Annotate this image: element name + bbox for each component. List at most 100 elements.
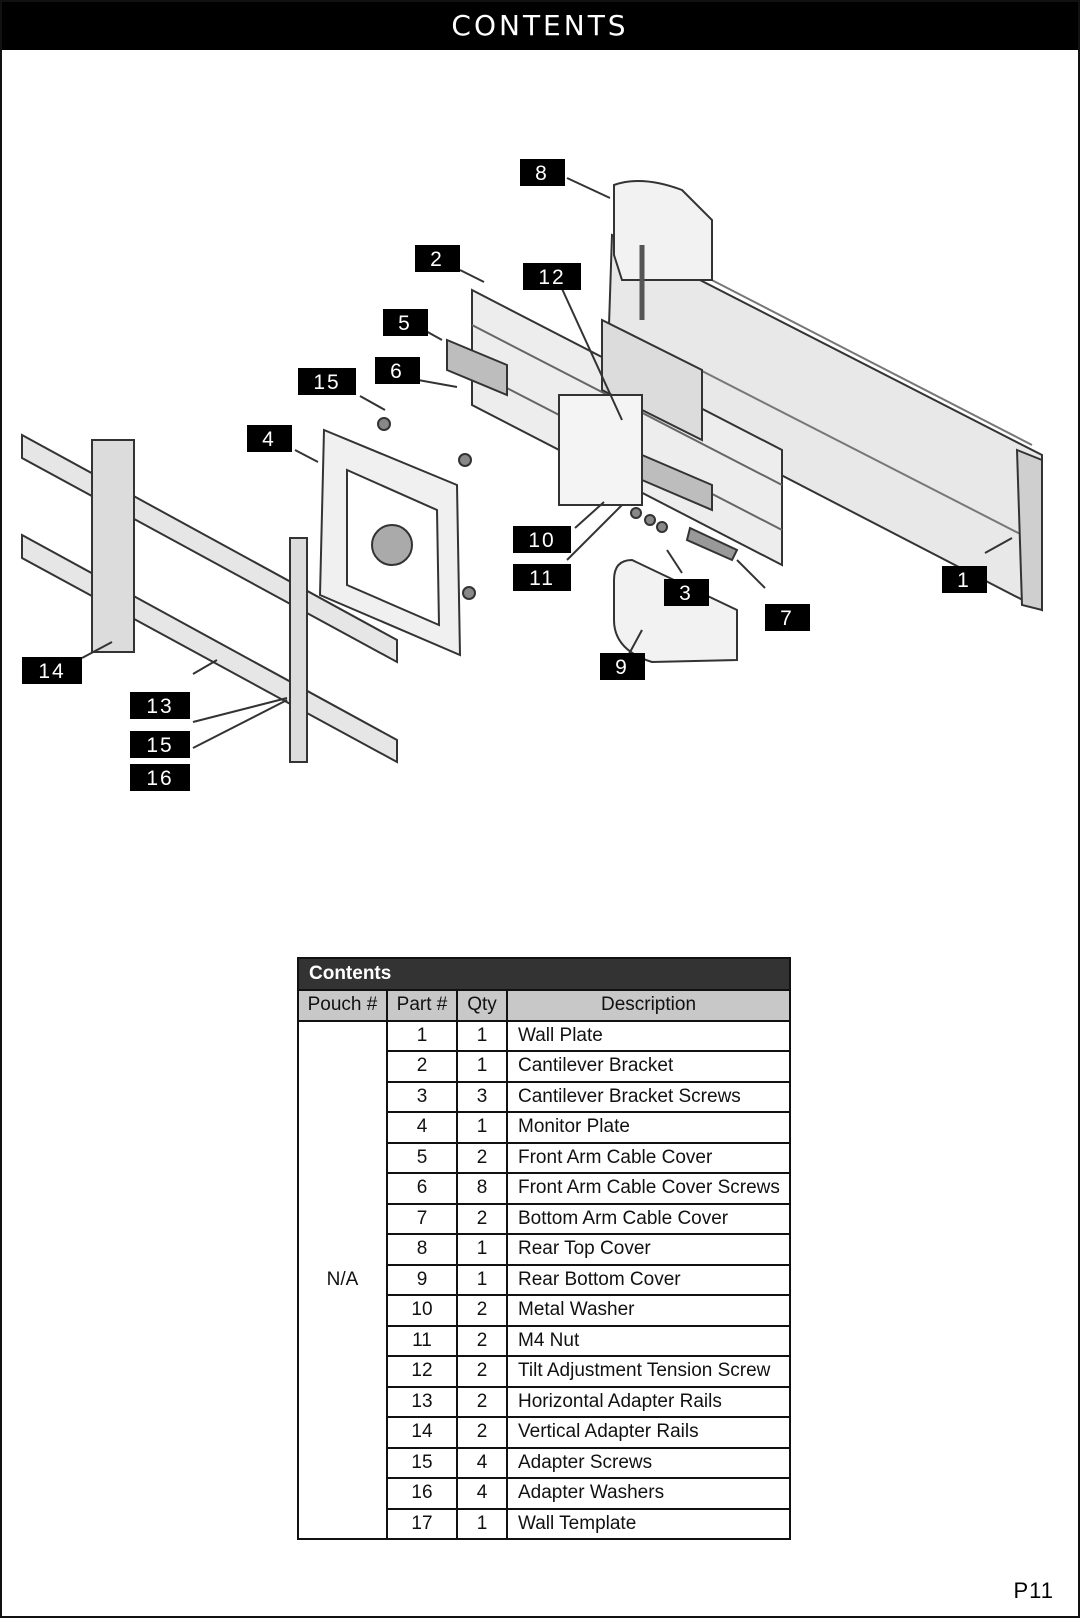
- description-cell: Monitor Plate: [506, 1111, 791, 1144]
- svg-text:15: 15: [146, 734, 173, 757]
- callout-12: 12: [523, 263, 581, 290]
- column-header-qty: Qty: [456, 989, 508, 1022]
- quantity-cell: 1: [456, 1263, 508, 1296]
- part-number-cell: 6: [386, 1172, 458, 1205]
- quantity-cell: 2: [456, 1355, 508, 1388]
- quantity-cell: 3: [456, 1080, 508, 1113]
- exploded-parts-diagram: 8 2 12 5 6 15 4 10 11 3 7 1 9 14 13 15 1…: [21, 159, 1043, 791]
- svg-text:8: 8: [535, 162, 549, 185]
- quantity-cell: 1: [456, 1111, 508, 1144]
- contents-table-container: Contents Pouch # Part # Qty Description …: [297, 957, 791, 1540]
- quantity-cell: 1: [456, 1019, 508, 1052]
- table-title: Contents: [297, 957, 791, 991]
- callout-13: 13: [130, 692, 190, 719]
- diagram-drawing: [21, 177, 1043, 764]
- svg-text:16: 16: [146, 767, 173, 790]
- callout-11: 11: [513, 564, 571, 591]
- pouch-cell: N/A: [297, 1019, 388, 1540]
- callout-9: 9: [600, 653, 645, 680]
- callout-10: 10: [513, 526, 571, 553]
- quantity-cell: 1: [456, 1233, 508, 1266]
- quantity-cell: 1: [456, 1507, 508, 1540]
- description-cell: Adapter Screws: [506, 1446, 791, 1479]
- description-cell: Adapter Washers: [506, 1477, 791, 1510]
- quantity-cell: 2: [456, 1324, 508, 1357]
- quantity-cell: 2: [456, 1416, 508, 1449]
- callout-15-upper: 15: [298, 368, 356, 395]
- svg-text:13: 13: [146, 695, 173, 718]
- quantity-cell: 8: [456, 1172, 508, 1205]
- part-number-cell: 10: [386, 1294, 458, 1327]
- quantity-cell: 2: [456, 1141, 508, 1174]
- part-number-cell: 16: [386, 1477, 458, 1510]
- description-cell: Cantilever Bracket: [506, 1050, 791, 1083]
- contents-table: Contents Pouch # Part # Qty Description …: [297, 957, 791, 1540]
- description-cell: Bottom Arm Cable Cover: [506, 1202, 791, 1235]
- column-header-part: Part #: [386, 989, 458, 1022]
- description-cell: Vertical Adapter Rails: [506, 1416, 791, 1449]
- part-number-cell: 7: [386, 1202, 458, 1235]
- description-cell: Tilt Adjustment Tension Screw: [506, 1355, 791, 1388]
- callout-5: 5: [383, 309, 428, 336]
- callout-8: 8: [520, 159, 565, 186]
- callout-7: 7: [765, 604, 810, 631]
- description-cell: Wall Plate: [506, 1019, 791, 1052]
- page-number: P11: [1013, 1578, 1054, 1603]
- part-number-cell: 11: [386, 1324, 458, 1357]
- part-number-cell: 2: [386, 1050, 458, 1083]
- quantity-cell: 4: [456, 1477, 508, 1510]
- description-cell: Cantilever Bracket Screws: [506, 1080, 791, 1113]
- svg-text:4: 4: [262, 428, 276, 451]
- quantity-cell: 2: [456, 1385, 508, 1418]
- callout-14: 14: [22, 657, 82, 684]
- part-number-cell: 15: [386, 1446, 458, 1479]
- callout-16: 16: [130, 764, 190, 791]
- callout-3: 3: [664, 579, 709, 606]
- part-number-cell: 8: [386, 1233, 458, 1266]
- description-cell: Horizontal Adapter Rails: [506, 1385, 791, 1418]
- description-cell: Rear Top Cover: [506, 1233, 791, 1266]
- description-cell: Rear Bottom Cover: [506, 1263, 791, 1296]
- part-number-cell: 1: [386, 1019, 458, 1052]
- callout-2: 2: [415, 245, 460, 272]
- part-number-cell: 5: [386, 1141, 458, 1174]
- svg-text:9: 9: [615, 656, 629, 679]
- part-number-cell: 12: [386, 1355, 458, 1388]
- column-header-pouch: Pouch #: [297, 989, 388, 1022]
- svg-text:12: 12: [538, 266, 565, 289]
- svg-text:6: 6: [390, 360, 404, 383]
- quantity-cell: 2: [456, 1294, 508, 1327]
- svg-text:11: 11: [529, 567, 555, 590]
- description-cell: Front Arm Cable Cover Screws: [506, 1172, 791, 1205]
- page-title: CONTENTS: [2, 2, 1078, 50]
- callout-1: 1: [942, 566, 987, 593]
- callout-4: 4: [247, 425, 292, 452]
- quantity-cell: 1: [456, 1050, 508, 1083]
- svg-text:1: 1: [957, 569, 971, 592]
- svg-text:15: 15: [313, 371, 340, 394]
- svg-text:3: 3: [679, 582, 693, 605]
- part-number-cell: 4: [386, 1111, 458, 1144]
- part-number-cell: 13: [386, 1385, 458, 1418]
- part-number-cell: 9: [386, 1263, 458, 1296]
- callout-15-lower: 15: [130, 731, 190, 758]
- description-cell: M4 Nut: [506, 1324, 791, 1357]
- description-cell: Front Arm Cable Cover: [506, 1141, 791, 1174]
- part-number-cell: 17: [386, 1507, 458, 1540]
- callout-6: 6: [375, 357, 420, 384]
- svg-text:5: 5: [398, 312, 412, 335]
- description-cell: Metal Washer: [506, 1294, 791, 1327]
